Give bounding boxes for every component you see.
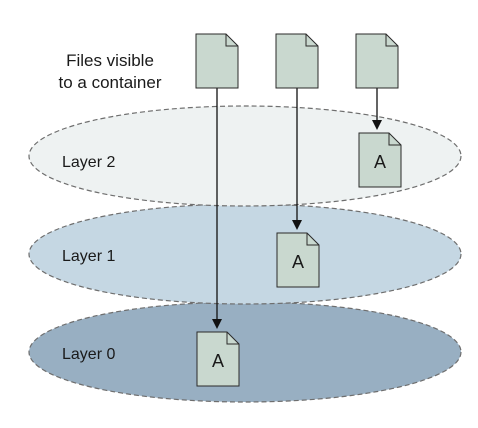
layer-0-label: Layer 0	[62, 346, 115, 363]
layer-2-label: Layer 2	[62, 154, 115, 171]
layer-1-label: Layer 1	[62, 248, 115, 265]
visible-file-icon-1	[195, 33, 239, 89]
layer-1-file-icon: A	[276, 232, 320, 288]
visible-file-icon-2	[275, 33, 319, 89]
files-visible-caption-line2: to a container	[58, 73, 161, 92]
layer-0-file-letter: A	[212, 351, 224, 371]
layer-2-ellipse	[28, 105, 462, 207]
layer-2-file-letter: A	[374, 152, 386, 172]
layer-1-file-letter: A	[292, 252, 304, 272]
visible-file-icon-3	[355, 33, 399, 89]
layer-0-file-icon: A	[196, 331, 240, 387]
layer-2-file-icon: A	[358, 132, 402, 188]
files-visible-caption-line1: Files visible	[66, 51, 154, 70]
